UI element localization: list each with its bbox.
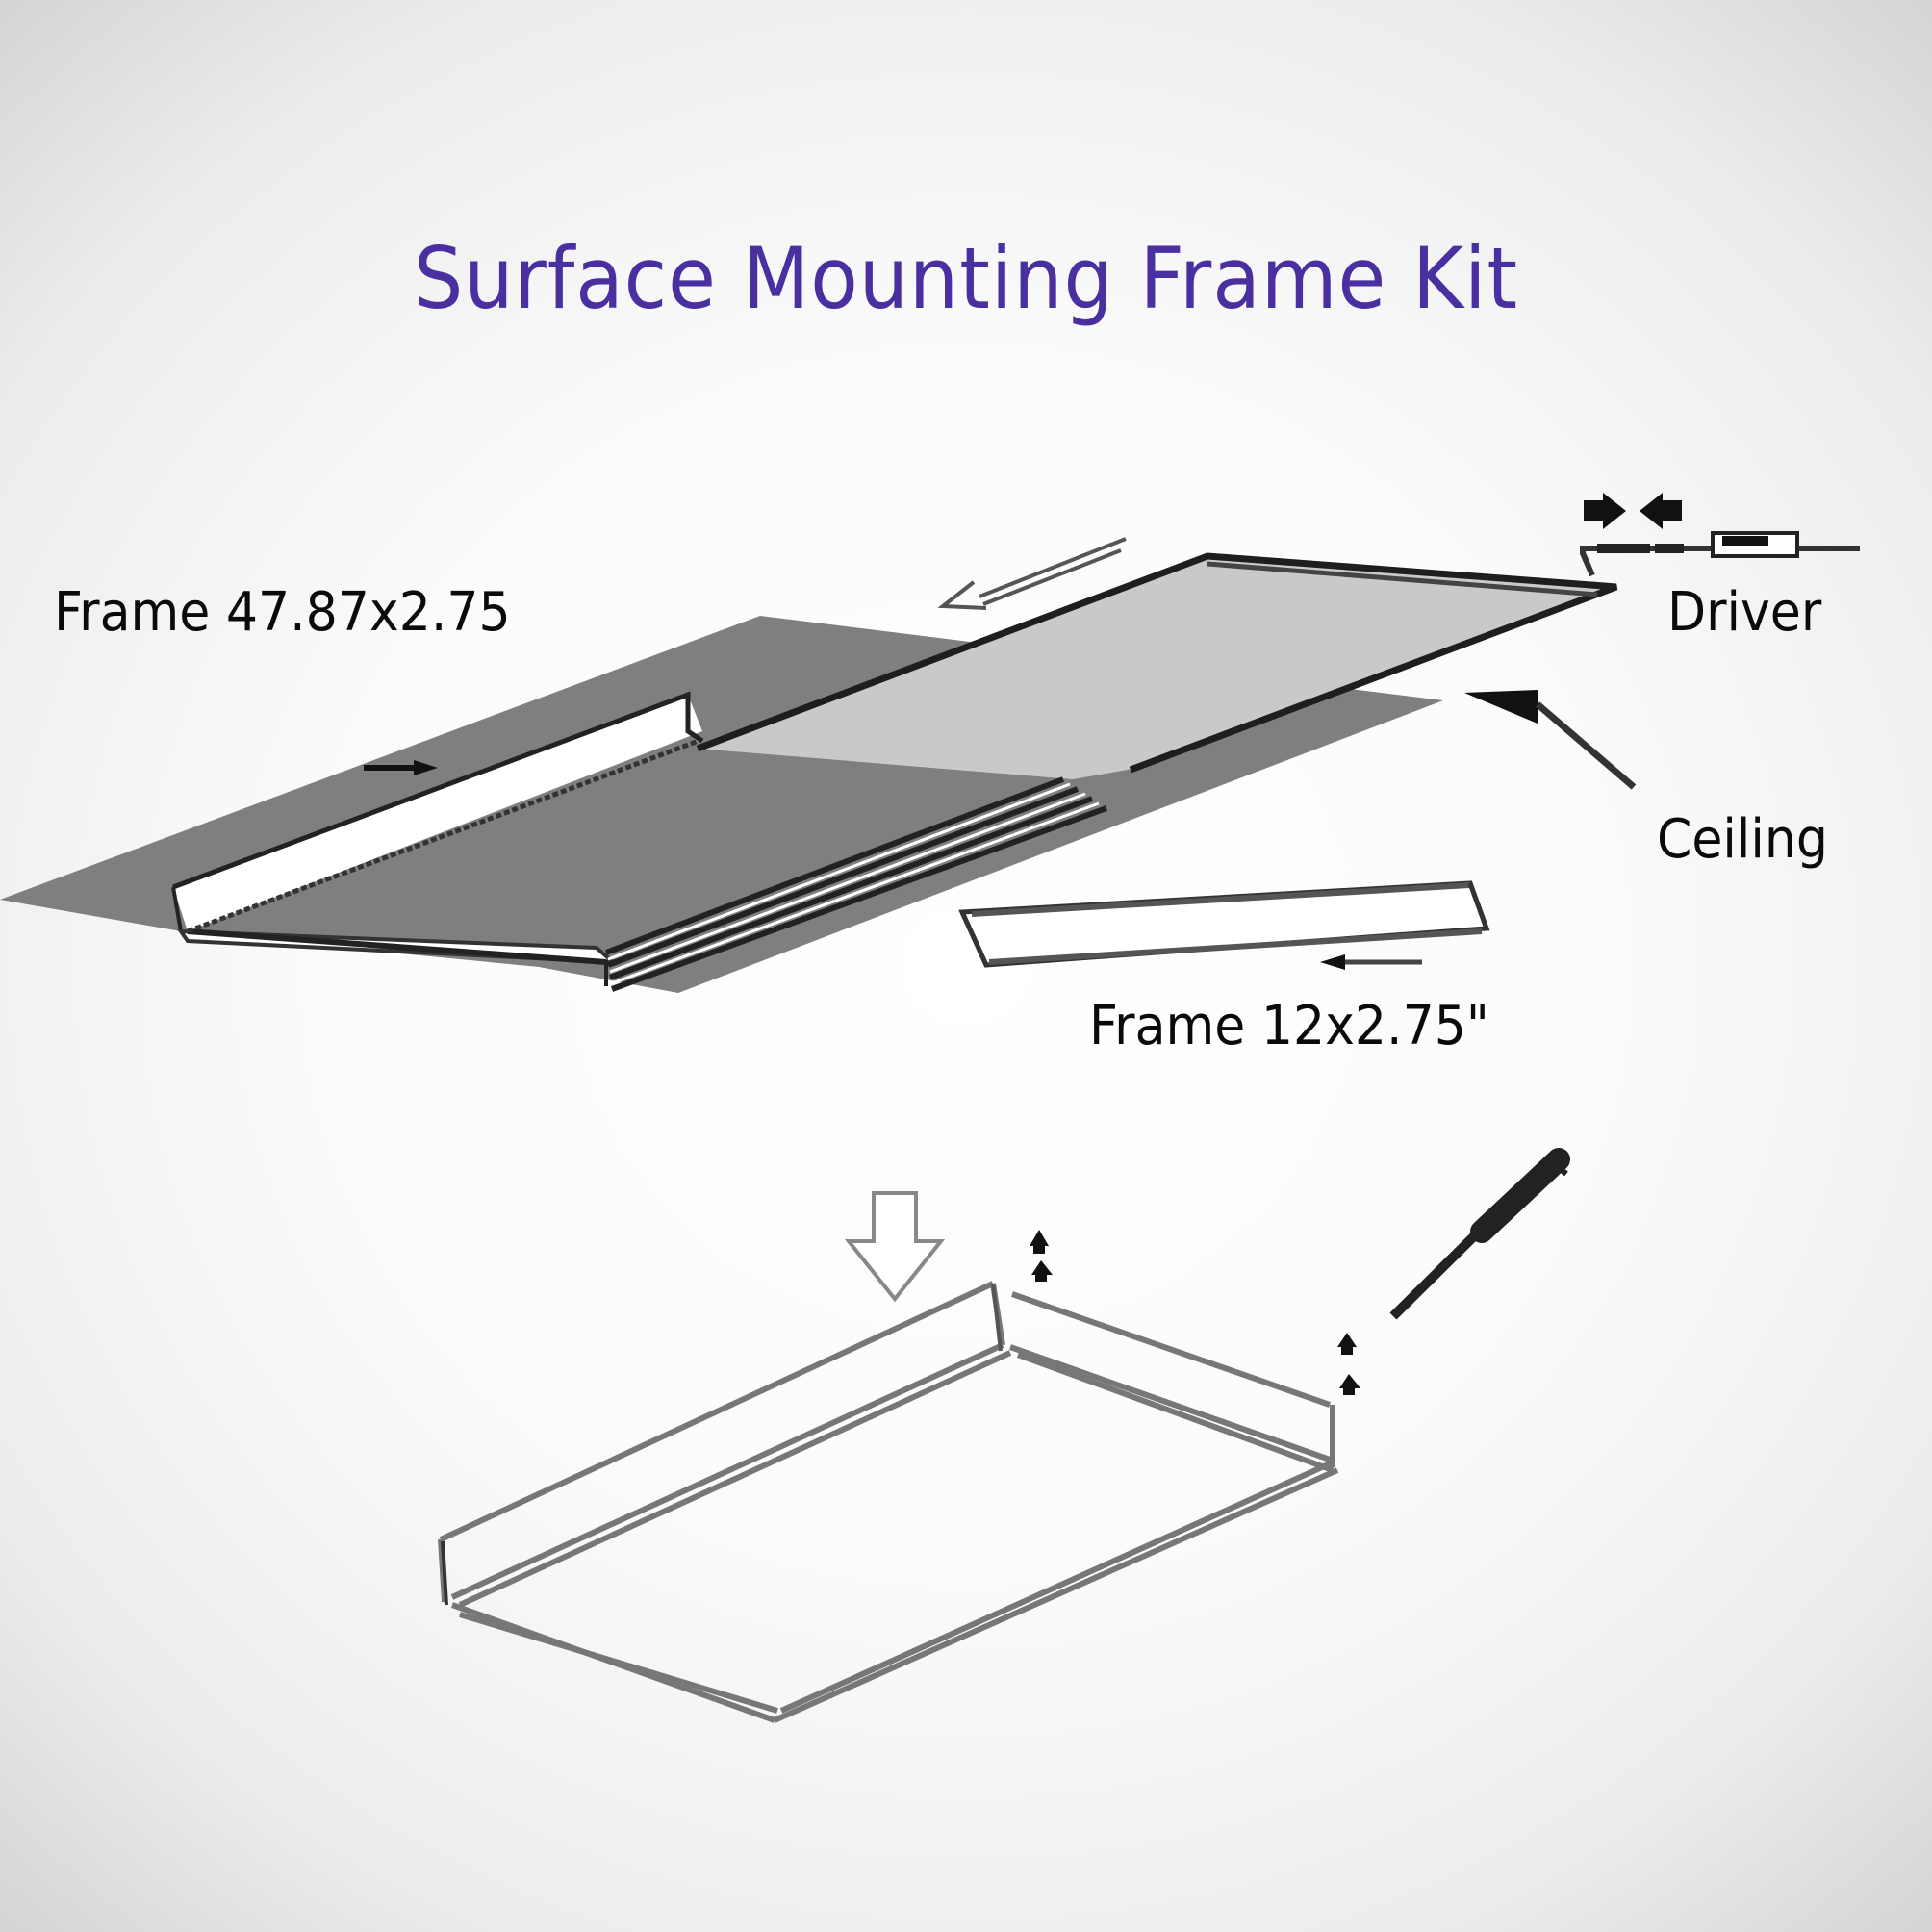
screw-icon: [1030, 1230, 1360, 1395]
driver-cable: [1580, 531, 1860, 577]
ceiling-label: Ceiling: [1657, 808, 1828, 871]
slide-left-arrow-icon: [937, 537, 1127, 610]
screwdriver-icon: [1389, 1148, 1570, 1320]
short-frame: [958, 880, 1490, 968]
insert-right-arrow-icon: [364, 760, 438, 775]
page-title: Surface Mounting Frame Kit: [413, 229, 1519, 328]
panel-edge: [696, 552, 1618, 774]
long-frame-outline: [172, 691, 704, 890]
down-arrow-outline-icon: [844, 1191, 946, 1303]
frame-profile-stripes: [604, 776, 1108, 992]
frame-short-label: Frame 12x2.75": [1089, 995, 1489, 1057]
long-frame-wall: [173, 695, 702, 931]
exploded-view-figure: [0, 493, 1860, 993]
push-together-arrows-icon: [1584, 493, 1682, 529]
assembled-frame-figure: [438, 1148, 1570, 1723]
panel-edge-inner: [1207, 561, 1598, 597]
frame-long-label: Frame 47.87x2.75: [54, 581, 511, 644]
ceiling-pointer-arrow-icon: [1464, 690, 1637, 790]
driver-label: Driver: [1667, 581, 1822, 644]
led-panel: [698, 556, 1616, 779]
insert-left-arrow-icon: [1320, 954, 1422, 970]
